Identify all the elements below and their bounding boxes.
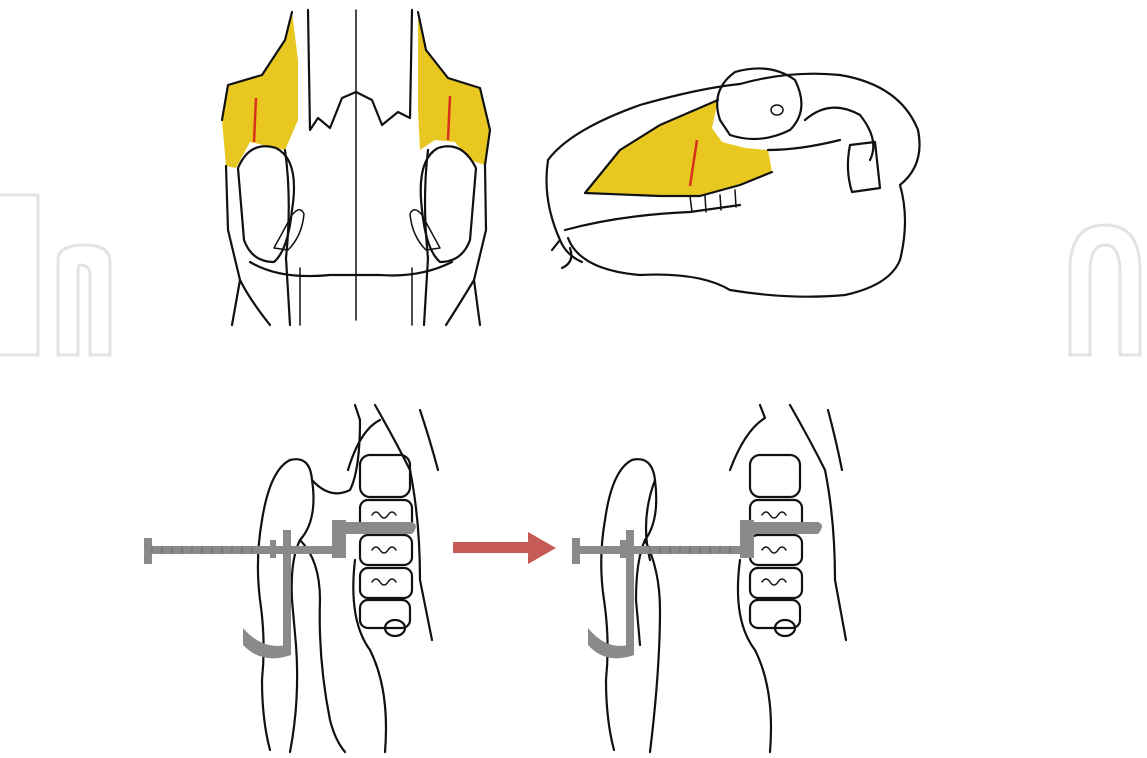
- screw-before: [144, 520, 416, 564]
- jaw-with-screw-before: [144, 405, 438, 752]
- skull-ventral-view: [222, 10, 490, 325]
- right-arrow: [453, 532, 556, 564]
- teeth-before: [360, 455, 412, 636]
- skull-lateral-view: [547, 68, 920, 296]
- screw-after: [572, 520, 822, 564]
- jaw-with-screw-after: [572, 405, 846, 752]
- teeth-after: [750, 455, 802, 636]
- watermark: [0, 195, 1140, 355]
